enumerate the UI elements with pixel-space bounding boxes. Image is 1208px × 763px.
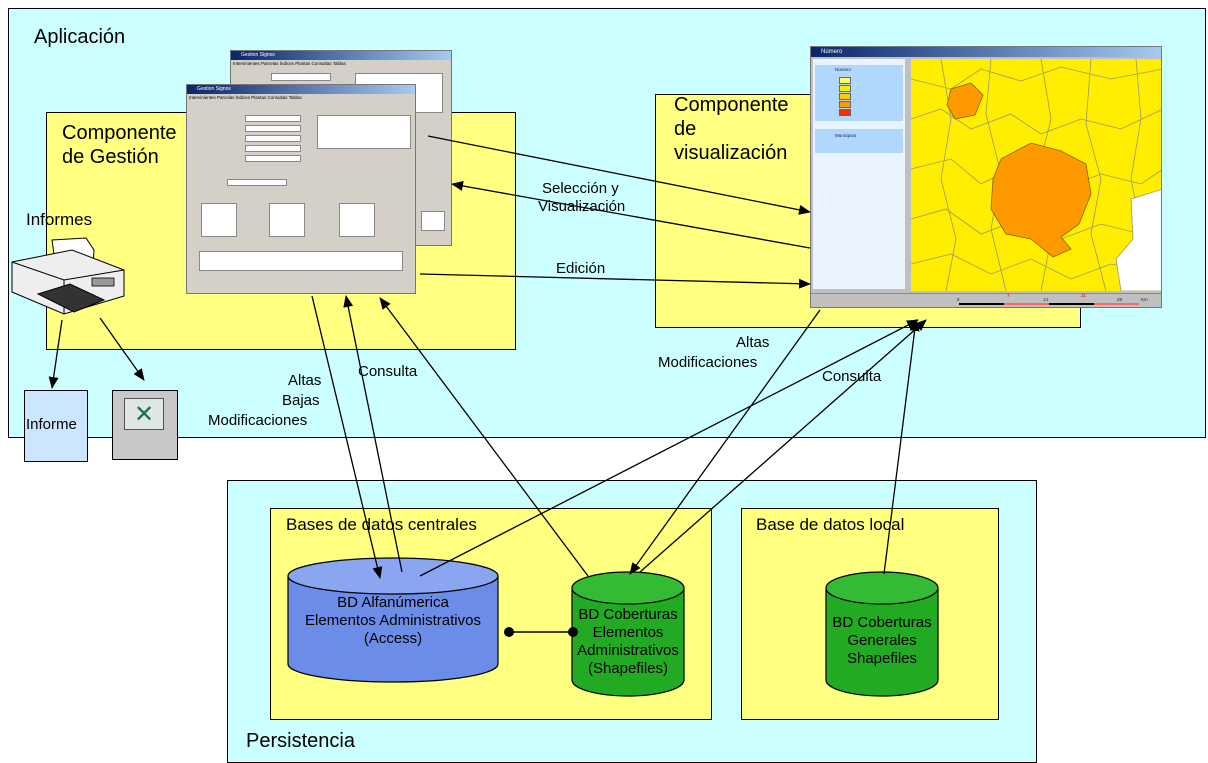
db-coberturas-line3: Administrativos [577, 642, 679, 659]
form-window-front-titlebar: Gestion Signos [187, 85, 415, 94]
legend-swatch-3 [839, 93, 851, 100]
db-alfanumerica-line3: (Access) [363, 630, 423, 647]
db-coberturas-line4: (Shapefiles) [587, 660, 669, 677]
scale-tick-7: 7 [1007, 293, 1010, 298]
map-region-orange-large [990, 142, 1092, 258]
excel-icon: ✕ [124, 398, 164, 430]
legend-layer-numero [815, 65, 903, 121]
form-front-memo [199, 251, 403, 271]
form-window-back-titlebar: Gestion Signos [231, 51, 451, 60]
map-region-orange-small [946, 82, 984, 120]
visualizacion-title-line3: visualización [674, 142, 788, 164]
legend-swatch-2 [839, 85, 851, 92]
scale-tick-28: 28 [1117, 297, 1123, 302]
label-visualizacion: Visualización [538, 198, 626, 215]
label-modificaciones-left: Modificaciones [208, 412, 308, 429]
label-consulta-right: Consulta [822, 368, 882, 385]
legend-swatch-4 [839, 101, 851, 108]
map-statusbar [811, 293, 1161, 307]
label-seleccion: Selección y [542, 180, 619, 197]
gestion-title-line2: de Gestión [62, 146, 159, 168]
db-alfanumerica-line2: Elementos Administrativos [305, 612, 481, 629]
legend-municipios-label: Municipios [835, 133, 857, 138]
form-front-field-3 [245, 135, 301, 142]
label-modificaciones-right: Modificaciones [658, 354, 758, 371]
form-back-text [421, 211, 445, 231]
db-alfanumerica-line1: BD Alfanúmerica [337, 594, 449, 611]
form-window-front: Gestion Signos Intervinientes Parcelas Í… [186, 84, 416, 294]
db-generales-line2: Generales [847, 632, 917, 649]
label-bajas: Bajas [282, 392, 320, 409]
form-front-list-3 [339, 203, 375, 237]
map-window: Número Número Municipios 0 7 14 21 28 [810, 46, 1162, 308]
legend-swatch-1 [839, 77, 851, 84]
scale-tick-21: 21 [1081, 293, 1087, 298]
db-generales-line3: Shapefiles [846, 650, 918, 667]
legend-numero-label: Número [835, 67, 852, 72]
map-window-titlebar: Número [811, 47, 1161, 57]
form-front-field-1 [245, 115, 301, 122]
form-front-field-5 [245, 155, 301, 162]
scale-unit: Km [1141, 297, 1148, 302]
db-generales-line1: BD Coberturas [832, 614, 932, 631]
persistencia-title: Persistencia [246, 730, 355, 752]
bd-centrales-title: Bases de datos centrales [286, 515, 477, 534]
informes-title: Informes [26, 210, 93, 229]
form-front-field-2 [245, 125, 301, 132]
label-altas-left: Altas [288, 372, 322, 389]
visualizacion-title-line2: de [674, 118, 697, 140]
form-front-field-4 [245, 145, 301, 152]
bd-local-title: Base de datos local [756, 515, 905, 534]
form-front-list-1 [201, 203, 237, 237]
scale-bar [959, 303, 1139, 305]
db-coberturas-line1: BD Coberturas [578, 606, 678, 623]
label-altas-right: Altas [736, 334, 770, 351]
form-front-list-2 [269, 203, 305, 237]
aplicacion-title: Aplicación [34, 26, 126, 48]
informe-document [24, 390, 88, 462]
scale-tick-0: 0 [957, 297, 960, 302]
map-region-white [1115, 189, 1161, 291]
form-window-back-menu: Intervinientes Parcelas Índices Plantas … [233, 61, 346, 66]
form-back-field [271, 73, 331, 81]
form-front-combo [227, 179, 287, 186]
legend-swatch-5 [839, 109, 851, 116]
informe-document-label: Informe [26, 416, 77, 433]
map-canvas [911, 59, 1161, 291]
visualizacion-title-line1: Componente [674, 94, 789, 116]
map-legend-panel: Número Municipios [813, 59, 905, 289]
label-consulta-left: Consulta [358, 363, 418, 380]
gestion-title-line1: Componente [62, 122, 177, 144]
form-window-front-menu: Intervinientes Parcelas Índices Plantas … [189, 95, 302, 100]
form-front-list-top [317, 115, 411, 149]
legend-layer-municipios [815, 129, 903, 153]
label-edicion: Edición [556, 260, 606, 277]
db-coberturas-line2: Elementos [592, 624, 664, 641]
scale-tick-14: 14 [1043, 297, 1049, 302]
